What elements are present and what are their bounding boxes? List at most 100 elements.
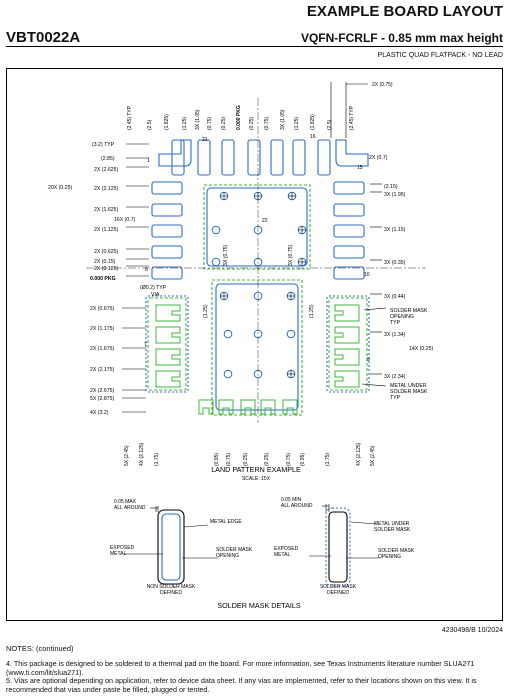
thermal-pad-lower [215,283,299,411]
label-line: (1.75) [325,453,331,466]
leader-line [361,383,387,387]
bottom-pad [282,399,298,415]
pad-geometry [86,82,426,587]
label-line: OPENING [216,553,239,559]
left-lower-pad [155,370,181,388]
label-line: 3X (0.75) [223,244,229,266]
top-dimension: 3X (1.05) [280,109,286,130]
document-id: 4230498/B 10/2024 [441,627,503,634]
label-line: DEFINED [160,590,182,596]
label-line: 21 [202,137,208,143]
label-line: 2X (0.125) [94,266,118,272]
right-lower-pad [334,304,360,322]
label-line: 3X (1.34) [384,332,406,338]
left-mask-opening [147,297,187,391]
top-dimension: 3X (1.05) [195,109,201,130]
right-dimension: 3X (1.34) [384,332,406,338]
label-line: 0.000 PKG [236,105,242,130]
label-line: EXPOSED [110,545,135,551]
label-line: (1.25) [309,304,315,318]
label-line: METAL UNDER [390,383,427,389]
label-line: OPENING [390,314,414,320]
label-line: 22 [262,218,268,224]
label-line: 3X (2.34) [384,374,406,380]
left-lower-dimension: 2X (2.675) [90,388,114,394]
label-line: (0.75) [264,117,270,130]
label-line: 2X (0.625) [94,249,118,255]
drawing-frame [6,68,503,621]
label-line: VIA [151,292,160,298]
smd-metal-under [325,507,351,587]
via [286,329,296,339]
label-line: 3X (0.75) [288,244,294,266]
label-line: NON SOLDER MASK [147,584,196,590]
label-line: 16X (0.7) [114,217,136,223]
leader-line [183,524,209,528]
left-dimension: 2X (0.625) [94,249,118,255]
right-dimension: (2.15) [384,184,398,190]
right-dimension: 3X (1.95) [384,192,406,198]
label-line: 1 [147,158,150,164]
label-line: 0.05 MIN [281,497,302,503]
left-lower-dimension: 2X (0.675) [90,306,114,312]
left-lower-pad [155,326,181,344]
left-dimension: 2X (0.15) [94,259,116,265]
label-line: ALL AROUND [114,505,146,511]
label-line: 16 [310,134,316,140]
label-line: LAND PATTERN EXAMPLE [211,465,301,474]
left-pad [151,203,183,217]
drawing-title: EXAMPLE BOARD LAYOUT [306,3,503,20]
right-lower-pad [334,348,360,366]
bottom-dimension: 4X (2.125) [139,442,145,466]
label-line: SOLDER MASK [390,308,428,314]
drawing-labels: (2.45) TYP(2.5)(1.825)(1.25)3X (1.05)(0.… [48,82,433,610]
label-line: (2.85) [101,156,115,162]
top-dimension: (2.45) TYP [349,105,355,130]
pin-number: 21 [202,137,208,143]
via-label: VIA [151,292,160,298]
label-line: SOLDER MASK [378,548,415,554]
label-line: OPENING [378,554,401,560]
top-dimension: (0.75) [207,117,213,130]
label-line: (0.75) [207,117,213,130]
inner-dimension: 3X (0.75) [223,244,229,266]
bottom-dimension: (0.75) [286,453,292,466]
bottom-dimension: (1.75) [325,453,331,466]
label-line: (0.75) [226,453,232,466]
left-dimension: 2X (2.625) [94,167,118,173]
bottom-dimension: (0.75) [226,453,232,466]
land-pattern-scale: SCALE: 15X [242,476,271,482]
label-line: 15 [357,165,363,171]
left-pad [151,245,183,259]
label-line: 4X (3.2) [90,410,109,416]
bottom-dimension: (0.25) [243,453,249,466]
left-pad [151,224,183,238]
left-dimension: 2X (2.125) [94,186,118,192]
bottom-pad [260,399,276,415]
top-pad [197,139,211,176]
label-line: METAL UNDER [374,521,410,527]
via-label: (Ø0.2) TYP [140,285,167,291]
top-dimension: (1.825) [164,114,170,130]
pin-number: 1 [147,158,150,164]
top-dimension: (0.75) [264,117,270,130]
label-line: 2X (2.125) [94,186,118,192]
inner-dimension: (1.25) [309,304,315,318]
label-line: DEFINED [327,590,349,596]
bottom-dimension: 4X (2.125) [356,442,362,466]
via [223,369,233,379]
note-5: 5. Vias are optional depending on applic… [6,676,477,694]
label-line: METAL [110,551,127,557]
label-line: 3X (0.35) [384,260,406,266]
right-dimension: 3X (2.34) [384,374,406,380]
right-dimension: 14X (0.25) [409,346,433,352]
bottom-dimension: (0.25) [264,453,270,466]
left-lower-pad [155,348,181,366]
left-dimension: 16X (0.7) [114,217,136,223]
